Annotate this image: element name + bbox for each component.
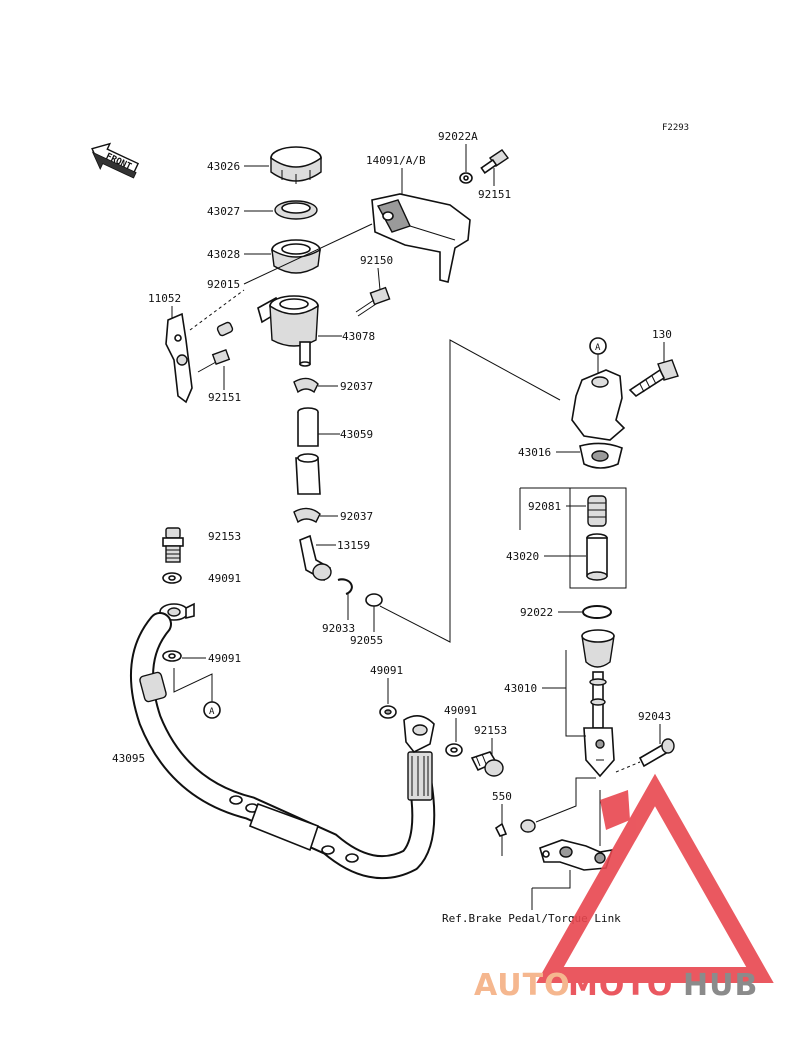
watermark-hub: HUB [683,968,758,1003]
push-rod-assy [581,629,615,778]
bolt-130 [628,359,679,398]
label-hose: 43059 [340,428,373,441]
washer-92022 [582,605,612,619]
label-diaphragm-plate: 43027 [207,205,240,218]
label-bolt-130: 130 [652,328,672,341]
label-piston-assy: 43020 [506,550,539,563]
figure-code: F2293 [662,123,689,133]
cotter-pin [494,822,508,856]
label-spring: 92081 [528,500,561,513]
watermark-triangle-icon [536,773,774,983]
diaphragm [271,239,321,274]
master-cylinder-body [571,369,626,469]
banjo-bolt-right [470,751,504,777]
ref-note: Ref.Brake Pedal/Torque Link [442,912,621,925]
callout-a-left-label: A [209,707,215,717]
washer-lower [520,819,536,833]
banjo-bolt-left [162,527,184,563]
hose-banjo-right [403,715,435,754]
bracket [165,312,193,404]
nut-bracket [216,321,234,337]
callout-a-top-label: A [595,343,601,353]
label-bracket: 11052 [148,292,181,305]
hose [295,407,321,495]
piston [586,533,608,581]
label-circlip: 92033 [322,622,355,635]
watermark-moto: MOTO [568,968,673,1003]
label-gasket-right-top: 49091 [370,664,403,677]
label-washer-top: 92022A [438,130,478,143]
label-push-rod: 43010 [504,682,537,695]
label-fitting: 13159 [337,539,370,552]
washer-92022a [459,172,473,184]
reservoir [257,295,319,367]
diaphragm-plate [274,200,318,220]
label-banjo-bolt-right: 92153 [474,724,507,737]
label-brake-hose: 43095 [112,752,145,765]
front-arrow-icon: FRONT [91,142,140,179]
label-gasket-right-bottom: 49091 [444,704,477,717]
label-gasket-left-bottom: 49091 [208,652,241,665]
label-reservoir: 43078 [342,330,375,343]
label-clamp-lower: 92037 [340,510,373,523]
pin-92043 [638,738,675,768]
o-ring [365,593,383,607]
bolt-92151-bracket [197,349,231,373]
circlip [337,578,353,595]
label-o-ring: 92055 [350,634,383,647]
label-bolt-bracket: 92151 [208,391,241,404]
fitting [299,534,332,582]
label-washer-92022: 92022 [520,606,553,619]
clamp-upper [293,377,319,394]
label-bolt-top: 92151 [478,188,511,201]
gasket-left-top [162,572,182,584]
callout-a-top: A [589,337,607,355]
reservoir-cap [270,146,322,184]
bolt-92150 [355,286,391,317]
label-banjo-bolt-left: 92153 [208,530,241,543]
label-gasket-left-top: 49091 [208,572,241,585]
callout-a-left: A [203,701,221,719]
reservoir-cover [371,193,471,283]
label-cotter-pin: 550 [492,790,512,803]
brake-hose [130,612,436,880]
clamp-lower [293,507,321,524]
gasket-left-bottom [162,650,182,662]
label-cover: 14091/A/B [366,154,426,167]
watermark-logo: AUTO MOTO HUB [474,773,774,1003]
label-diaphragm: 43028 [207,248,240,261]
label-bolt-mid: 92150 [360,254,393,267]
spring [587,495,607,527]
label-pin: 92043 [638,710,671,723]
gasket-right-bottom [445,743,463,757]
bolt-92151-top [480,149,510,175]
label-clamp-upper: 92037 [340,380,373,393]
gasket-right-top [379,705,397,719]
watermark-auto: AUTO [474,968,571,1003]
label-cap: 43026 [207,160,240,173]
label-master-cylinder: 43016 [518,446,551,459]
label-screw-reservoir: 92015 [207,278,240,291]
torque-link-clevis [539,839,614,871]
